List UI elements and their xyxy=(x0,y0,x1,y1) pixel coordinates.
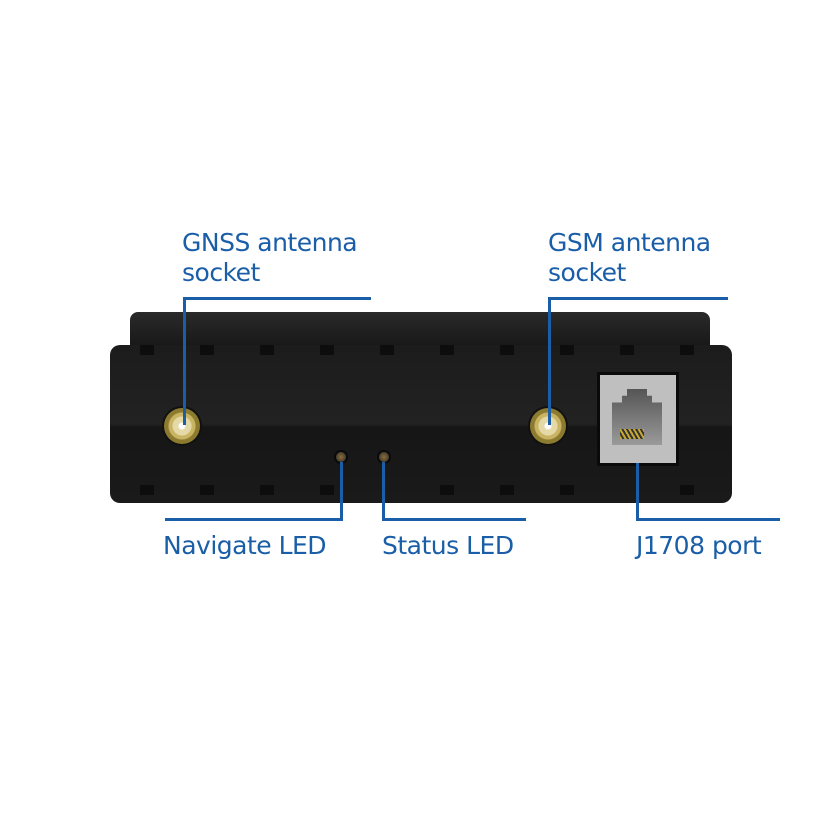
navigate-callout-v xyxy=(340,462,343,520)
vent-notch xyxy=(680,485,694,495)
j1708-port-label: J1708 port xyxy=(636,531,762,560)
navigate-callout-h xyxy=(165,518,343,521)
navigate-led xyxy=(336,452,346,462)
vent-notch xyxy=(620,345,634,355)
vent-notch xyxy=(440,345,454,355)
vent-notch xyxy=(500,485,514,495)
j1708-callout-h xyxy=(636,518,780,521)
j1708-port[interactable] xyxy=(597,372,679,466)
gnss-label-line2: socket xyxy=(182,258,260,287)
vent-notch xyxy=(380,345,394,355)
vent-notch xyxy=(200,485,214,495)
vent-notch xyxy=(560,485,574,495)
navigate-led-label: Navigate LED xyxy=(163,531,327,560)
gnss-callout-v xyxy=(183,297,186,425)
vent-notch xyxy=(440,485,454,495)
gsm-label-line2: socket xyxy=(548,258,626,287)
vent-notch xyxy=(320,345,334,355)
vent-notch xyxy=(260,485,274,495)
status-callout-h xyxy=(382,518,526,521)
gnss-label-line1: GNSS antenna xyxy=(182,228,358,257)
j1708-callout-v xyxy=(636,463,639,520)
vent-notch xyxy=(260,345,274,355)
vent-notch xyxy=(140,485,154,495)
gsm-callout-v xyxy=(548,297,551,425)
vent-notch xyxy=(500,345,514,355)
gsm-label: GSM antenna socket xyxy=(548,228,711,288)
status-callout-v xyxy=(382,462,385,520)
gsm-label-line1: GSM antenna xyxy=(548,228,711,257)
j1708-port-pins xyxy=(620,429,644,439)
gnss-label: GNSS antenna socket xyxy=(182,228,358,288)
vent-notch xyxy=(680,345,694,355)
vent-notch xyxy=(560,345,574,355)
vent-notch xyxy=(200,345,214,355)
vent-notch xyxy=(320,485,334,495)
status-led-label: Status LED xyxy=(382,531,514,560)
status-led xyxy=(379,452,389,462)
vent-notch xyxy=(140,345,154,355)
gnss-callout-h xyxy=(183,297,371,300)
gsm-callout-h xyxy=(548,297,728,300)
gnss-antenna-socket[interactable] xyxy=(164,408,200,444)
